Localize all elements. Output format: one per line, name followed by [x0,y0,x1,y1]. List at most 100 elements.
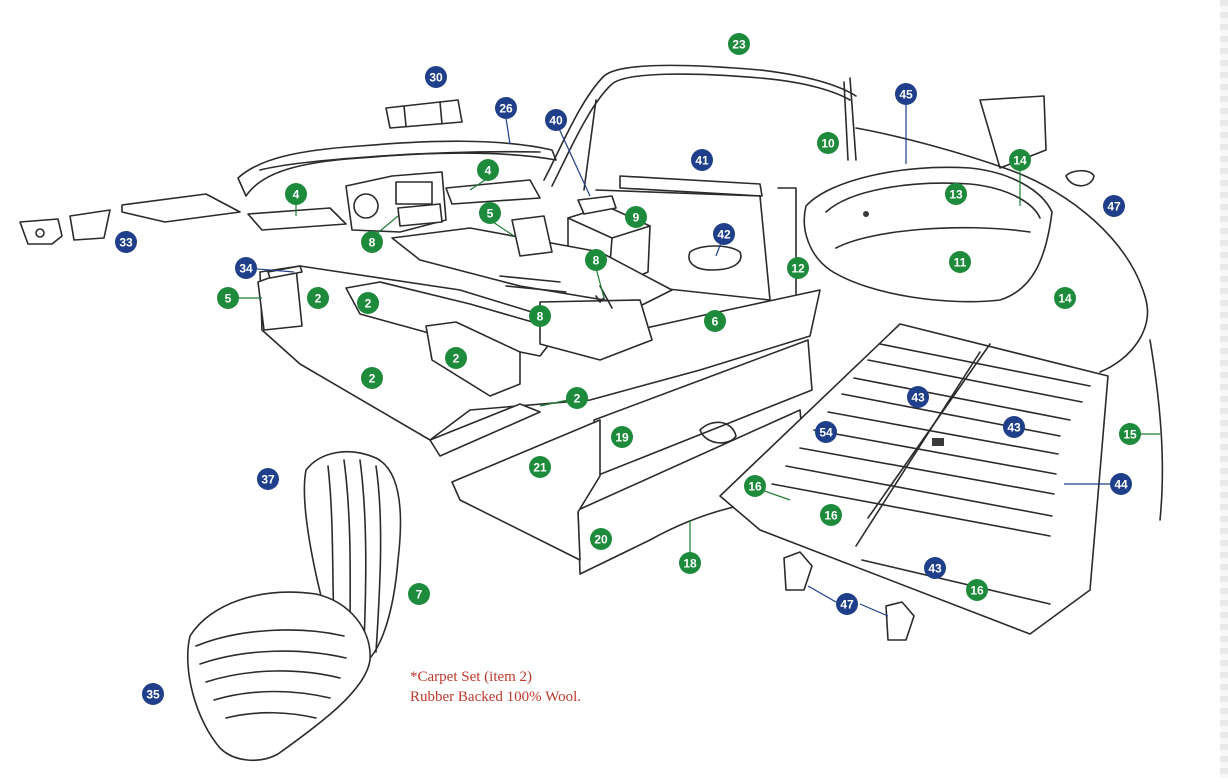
callout-circle [1003,416,1025,438]
callout-label: 30 [429,71,443,85]
callout-41: 41 [691,149,713,171]
trim-panels-33 [19,193,347,245]
callout-circle [713,223,735,245]
callout-label: 37 [261,473,275,487]
callout-circle [479,202,501,224]
note-line-1: *Carpet Set (item 2) [410,669,533,685]
callout-label: 40 [549,114,563,128]
callout-label: 4 [293,188,300,202]
callout-23: 23 [728,33,750,55]
callout-circle [787,257,809,279]
callout-4: 4 [285,183,307,205]
floor-panel-21 [429,403,601,561]
callout-label: 10 [821,137,835,151]
callout-2: 2 [307,287,329,309]
boot-floor-strips [771,343,1091,605]
callout-44: 44 [1110,473,1132,495]
callout-circle [235,257,257,279]
callout-label: 16 [970,584,984,598]
callout-circle [585,249,607,271]
callout-label: 2 [369,372,376,386]
callout-circle [895,83,917,105]
rear-shelf [803,166,1053,303]
callout-circle [679,552,701,574]
callout-label: 43 [928,562,942,576]
callout-circle [408,583,430,605]
callout-circle [545,109,567,131]
callout-label: 18 [683,557,697,571]
callout-35: 35 [142,683,164,705]
callout-circle [361,367,383,389]
callout-42: 42 [713,223,735,245]
callout-circle [590,528,612,550]
brackets-47 [783,551,915,641]
callout-circle [529,305,551,327]
car-interior-drawing [19,64,1164,762]
dash-panel [345,171,541,233]
callout-label: 23 [732,38,746,52]
callout-label: 7 [416,588,423,602]
callout-8: 8 [361,231,383,253]
callout-21: 21 [529,456,551,478]
note-line-2: Rubber Backed 100% Wool. [410,689,581,705]
callout-circle [285,183,307,205]
callout-45: 45 [895,83,917,105]
callout-5: 5 [217,287,239,309]
callout-label: 9 [633,211,640,225]
callout-circle [704,310,726,332]
seat [186,451,402,762]
callout-label: 6 [712,315,719,329]
callout-8: 8 [529,305,551,327]
callout-circle [817,132,839,154]
callout-circle [425,66,447,88]
callout-label: 2 [574,392,581,406]
floor-carpet-set [259,227,821,441]
callout-circle [477,159,499,181]
callout-label: 44 [1114,478,1128,492]
trim-strip-15 [1149,339,1164,521]
callout-14: 14 [1009,149,1031,171]
callout-label: 33 [119,236,133,250]
callout-43: 43 [907,386,929,408]
callout-circle [945,183,967,205]
callout-label: 15 [1123,428,1137,442]
callout-54: 54 [815,421,837,443]
callout-circle [1009,149,1031,171]
callout-circle [307,287,329,309]
callout-label: 26 [499,102,513,116]
callout-circle [949,251,971,273]
callout-label: 20 [594,533,608,547]
rear-quarter-trim [855,95,1149,373]
callout-circle [1054,287,1076,309]
callout-label: 14 [1058,292,1072,306]
callout-circle [1119,423,1141,445]
callout-circle [566,387,588,409]
callout-7: 7 [408,583,430,605]
callout-label: 13 [949,188,963,202]
callout-9: 9 [625,206,647,228]
callout-label: 43 [911,391,925,405]
callout-circle [1103,195,1125,217]
callout-26: 26 [495,97,517,119]
callout-label: 19 [615,431,629,445]
dash-top-rail [237,140,557,197]
callout-circle [445,347,467,369]
callout-label: 43 [1007,421,1021,435]
callout-label: 54 [819,426,833,440]
side-panels [257,215,553,331]
blanking-plate [688,245,742,271]
callout-label: 41 [695,154,709,168]
carpet-set-note: *Carpet Set (item 2) Rubber Backed 100% … [410,667,581,707]
callout-label: 21 [533,461,547,475]
callout-label: 47 [840,598,854,612]
callout-40: 40 [545,109,567,131]
callout-label: 5 [225,292,232,306]
callout-circle [966,579,988,601]
callout-16: 16 [744,475,766,497]
callout-2: 2 [361,367,383,389]
callout-circle [691,149,713,171]
callout-circle [836,593,858,615]
callout-label: 8 [537,310,544,324]
